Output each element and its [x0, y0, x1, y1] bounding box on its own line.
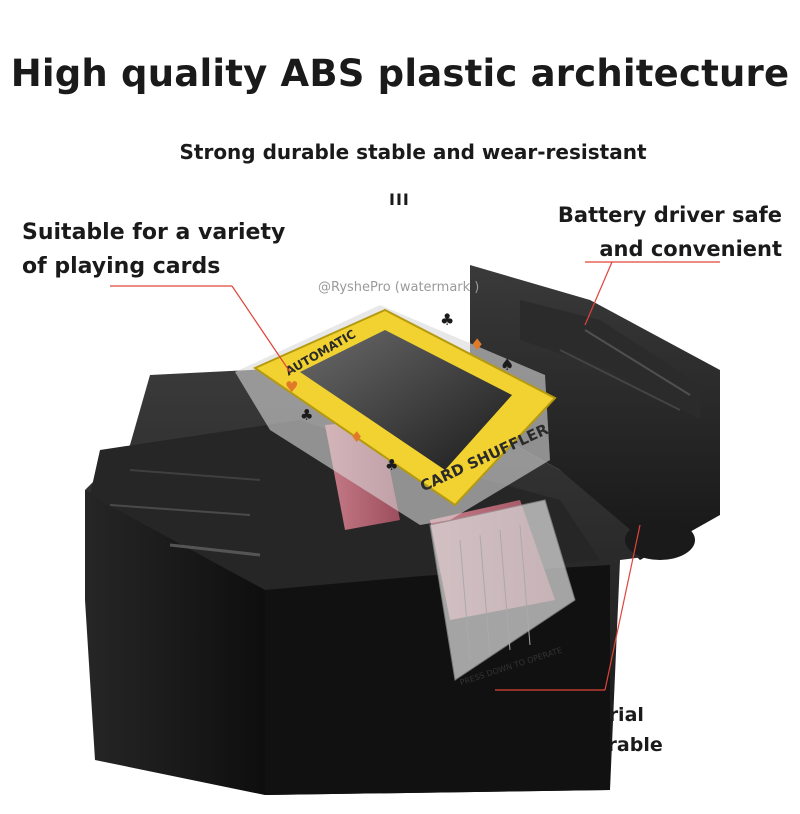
- callout-cards-label: Suitable for a variety of playing cards: [22, 216, 342, 284]
- page-title: High quality ABS plastic architecture: [10, 52, 790, 95]
- callout-lines: [110, 261, 720, 691]
- svg-text:♠: ♠: [500, 355, 514, 374]
- callout-battery-line1: Battery driver safe: [557, 203, 782, 227]
- callout-battery-line2: and convenient: [599, 237, 782, 261]
- callout-battery-label: Battery driver safe and convenient: [482, 198, 782, 266]
- shuffler-lid: CARD SHUFFLER AUTOMATIC ♣ ♦ ♠ ♥ ♣ ♦ ♣: [235, 305, 557, 525]
- callout-cards-line2: of playing cards: [22, 254, 221, 279]
- callout-cards-line1: Suitable for a variety: [22, 220, 286, 245]
- shuffler-right-hopper: [470, 265, 720, 560]
- svg-text:♣: ♣: [385, 456, 398, 474]
- page-subtitle: Strong durable stable and wear-resistant: [179, 140, 647, 164]
- svg-text:♥: ♥: [285, 378, 298, 396]
- svg-text:♦: ♦: [350, 428, 363, 446]
- tick-marks: III: [389, 190, 410, 209]
- svg-text:♦: ♦: [470, 335, 484, 354]
- watermark-text: @RyshePro (watermark ): [318, 280, 480, 295]
- svg-text:♣: ♣: [440, 310, 454, 329]
- svg-text:♣: ♣: [300, 406, 313, 424]
